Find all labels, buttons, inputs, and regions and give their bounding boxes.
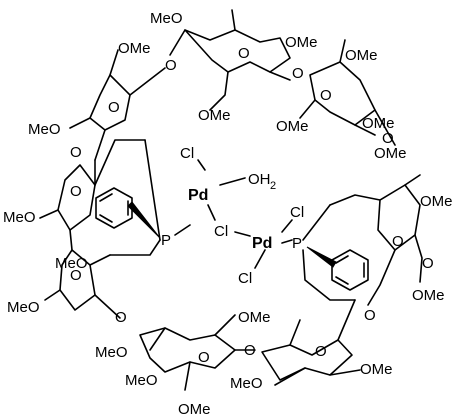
pd-center-right	[234, 219, 293, 269]
ring-o-lower-right: O	[315, 343, 327, 360]
ome-label-bottom-ch2: OMe	[238, 309, 271, 326]
ome-label-lower-right: OMe	[360, 361, 393, 378]
phosphine-left	[109, 139, 191, 256]
glycosidic-o-lower-left: O	[115, 309, 127, 326]
meo-label-lower-left: MeO	[7, 299, 40, 316]
phenyl-ring-left	[95, 187, 133, 229]
meo-label-bottom: MeO	[95, 344, 128, 361]
phosphorus-left: P	[161, 232, 171, 249]
ring-o-bottom: O	[198, 349, 210, 366]
ring-o-left: O	[70, 183, 82, 200]
glucose-unit-bottom	[139, 314, 256, 391]
ome-label-upper-right-ch2: OMe	[276, 118, 309, 135]
glycosidic-o-right-lower: O	[364, 307, 376, 324]
glucose-unit-upper-right	[299, 39, 396, 146]
ring-o-right: O	[392, 233, 404, 250]
bridging-chloride: Cl	[214, 223, 228, 240]
ring-o-lower-left: O	[70, 267, 82, 284]
ome-label-upper-right-3: OMe	[374, 145, 407, 162]
glycosidic-o-bottom: O	[244, 342, 256, 359]
ring-o-upper-left: O	[108, 99, 120, 116]
ring-o-top: O	[238, 45, 250, 62]
ome-label-top-ch2: OMe	[198, 107, 231, 124]
ome-label-upper-right-2: OMe	[362, 115, 395, 132]
glucose-unit-lower-right	[261, 299, 361, 386]
glucose-unit-right	[329, 174, 423, 306]
glucose-unit-upper-left	[69, 49, 166, 161]
phosphorus-right: P	[292, 235, 302, 252]
aqua-ligand-subscript: 2	[270, 180, 276, 192]
meo-label-upper-left: MeO	[28, 121, 61, 138]
ome-label-right-2: OMe	[412, 287, 445, 304]
ome-label-top-right: OMe	[285, 34, 318, 51]
palladium-left: Pd	[188, 187, 208, 204]
ome-label-right: OMe	[420, 193, 453, 210]
meo-label-left: MeO	[3, 209, 36, 226]
glycosidic-o-left-upper: O	[70, 144, 82, 161]
glucose-unit-top	[169, 9, 291, 111]
glycosidic-o-top-right: O	[292, 65, 304, 82]
aqua-ligand-oh: OH	[248, 171, 271, 188]
glucose-unit-left	[39, 139, 146, 251]
palladium-right: Pd	[252, 235, 272, 252]
ome-label-upper-right: OMe	[345, 47, 378, 64]
glycosidic-o-right: O	[382, 130, 394, 147]
pd-center-left	[197, 159, 246, 221]
glycosidic-o-top-left: O	[165, 57, 177, 74]
chloride-left-top: Cl	[180, 145, 194, 162]
meo-label-bottom-2: MeO	[125, 372, 158, 389]
meo-label-lower-right: MeO	[230, 375, 263, 392]
chloride-right-top: Cl	[290, 204, 304, 221]
ome-label-bottom: OMe	[178, 401, 211, 418]
glucose-unit-lower-left	[44, 249, 121, 319]
ome-label-top: MeO	[150, 10, 183, 27]
ome-label-lower-left: MeO	[55, 255, 88, 272]
phosphine-right	[302, 204, 356, 301]
phenyl-ring-right	[331, 249, 369, 291]
ring-o-right-2: O	[422, 255, 434, 272]
chloride-right-bottom: Cl	[238, 270, 252, 287]
ome-label-upper-left: OMe	[118, 40, 151, 57]
ring-o-upper-right: O	[320, 87, 332, 104]
